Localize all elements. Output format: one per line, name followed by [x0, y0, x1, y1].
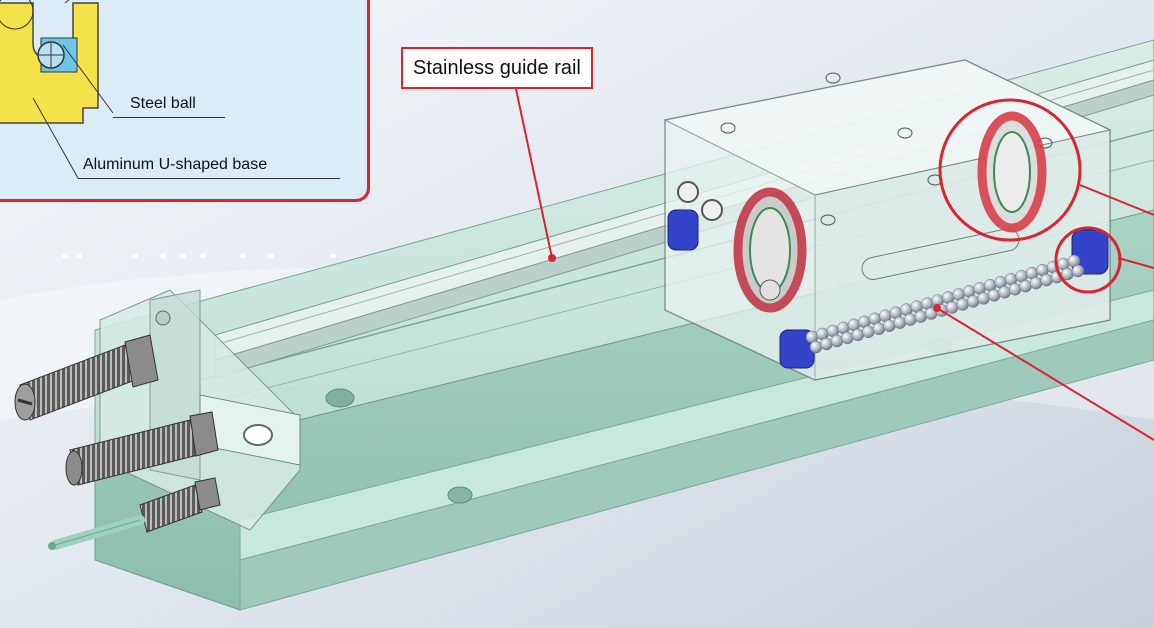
seal-callout-circle — [938, 98, 1082, 242]
endcap-callout-leader — [1117, 257, 1154, 269]
steel-ball — [956, 298, 969, 311]
steel-ball — [1019, 279, 1032, 293]
steel-ball — [841, 331, 854, 345]
steel-ball — [1040, 273, 1053, 287]
guide-rail-callout: Stainless guide rail — [401, 47, 593, 89]
steel-ball — [820, 337, 833, 351]
cross-section-inset: Steel ball Aluminum U-shaped base — [0, 0, 370, 202]
end-cap-left — [667, 209, 815, 369]
sensor-cable — [48, 477, 221, 550]
cross-section-drawing — [0, 0, 114, 179]
base-label: Aluminum U-shaped base — [83, 156, 268, 173]
steel-ball — [1029, 276, 1043, 290]
steel-ball — [977, 292, 990, 305]
adjust-screw-top — [14, 334, 159, 421]
guide-rail-leader — [515, 88, 553, 259]
guide-rail-leader-dot — [548, 254, 556, 262]
guide-rail-label: Stainless guide rail — [413, 56, 581, 79]
right-seal-ring — [977, 111, 1047, 233]
ball-row-leader — [936, 307, 1154, 441]
steel-ball — [914, 310, 928, 323]
background-dots — [62, 254, 336, 258]
base-underline — [78, 178, 340, 179]
steel-ball-underline — [113, 117, 225, 118]
end-cap-right — [1071, 229, 1109, 275]
steel-ball — [893, 316, 907, 329]
steel-ball — [862, 325, 875, 339]
steel-ball — [809, 340, 823, 354]
seal-callout-leader — [1079, 184, 1154, 216]
steel-ball — [1071, 264, 1085, 278]
callout-leaders — [515, 88, 1154, 441]
left-seal-ring — [733, 187, 807, 313]
steel-ball-label: Steel ball — [130, 95, 196, 112]
ball-row-leader-dot — [933, 304, 941, 312]
steel-ball — [883, 319, 896, 332]
steel-ball — [966, 295, 980, 308]
steel-ball — [945, 301, 959, 314]
steel-ball — [998, 286, 1011, 299]
steel-ball — [851, 328, 865, 342]
endcap-callout-circle — [1054, 226, 1122, 294]
steel-ball — [830, 334, 844, 348]
steel-ball — [987, 289, 1001, 302]
steel-ball — [872, 322, 886, 336]
steel-ball — [904, 313, 917, 326]
end-ring-holes — [677, 181, 723, 221]
steel-ball-row — [805, 254, 1085, 354]
steel-ball — [1008, 282, 1022, 296]
adjust-screw-middle — [65, 411, 219, 486]
